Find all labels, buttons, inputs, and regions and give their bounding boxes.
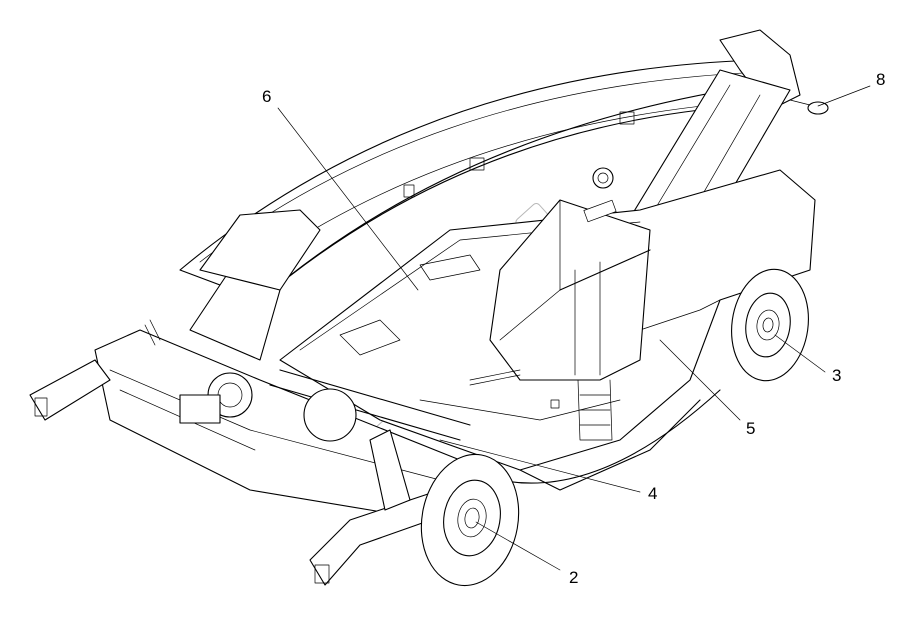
callouts: 2 3 4 5 6 8 bbox=[262, 70, 885, 587]
callout-5: 5 bbox=[746, 419, 755, 438]
front-frame bbox=[29, 209, 461, 586]
callout-4: 4 bbox=[648, 484, 657, 503]
cross-beams bbox=[269, 369, 471, 511]
callout-2: 2 bbox=[569, 568, 578, 587]
callout-6: 6 bbox=[262, 87, 271, 106]
deck-details bbox=[339, 254, 560, 409]
rear-wheel bbox=[731, 268, 809, 382]
callout-3: 3 bbox=[832, 366, 841, 385]
callout-8: 8 bbox=[876, 70, 885, 89]
mirror bbox=[789, 99, 829, 115]
operator-cab bbox=[489, 199, 651, 441]
leader-lines bbox=[277, 85, 871, 571]
front-wheel bbox=[420, 453, 520, 587]
